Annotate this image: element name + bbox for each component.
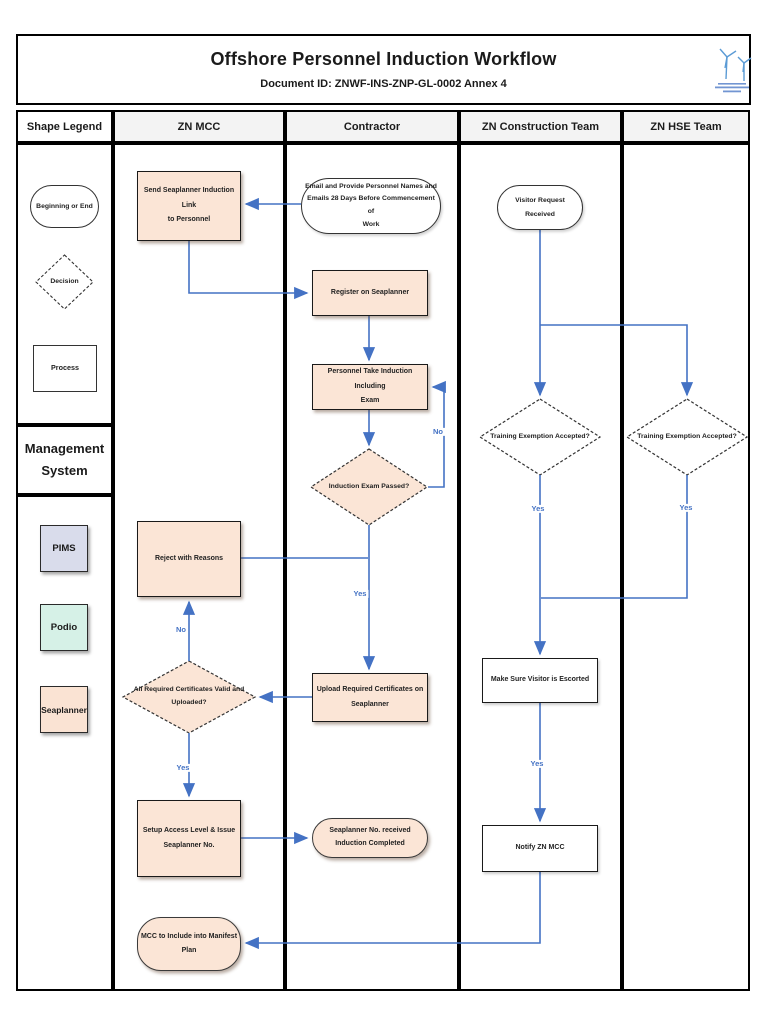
- node-label: Seaplanner No. received Induction Comple…: [329, 827, 411, 847]
- lane-header-contractor: Contractor: [285, 110, 459, 143]
- node-training-exemption-hse-label: Training Exemption Accepted?: [629, 424, 745, 450]
- system-label: Seaplanner: [41, 704, 87, 715]
- node-certs-valid-label: All Required Certificates Valid and Uplo…: [129, 678, 249, 716]
- system-label: Podio: [50, 622, 78, 633]
- node-label: Training Exemption Accepted?: [637, 432, 737, 440]
- edge-label-certs-no: No: [174, 624, 188, 635]
- node-label: Notify ZN MCC: [515, 844, 565, 852]
- lane-header-label: ZN Construction Team: [481, 120, 600, 133]
- lane-header-shape-legend: Shape Legend: [16, 110, 113, 143]
- node-visitor-request-received: Visitor Request Received: [497, 185, 583, 230]
- edge-label-exam-no: No: [431, 426, 445, 437]
- node-seaplanner-received: Seaplanner No. received Induction Comple…: [312, 818, 428, 858]
- management-system-label: Management System: [24, 440, 105, 478]
- legend-decision-label: Decision: [34, 270, 95, 294]
- node-reject-with-reasons: Reject with Reasons: [137, 521, 241, 597]
- lane-header-zn-construction-team: ZN Construction Team: [459, 110, 622, 143]
- lane-header-zn-hse-team: ZN HSE Team: [622, 110, 750, 143]
- edge-label-escort-yes: Yes: [528, 758, 546, 769]
- lane-header-label: Contractor: [343, 120, 401, 133]
- node-register-on-seaplanner: Register on Seaplanner: [312, 270, 428, 316]
- node-exam-passed-label: Induction Exam Passed?: [313, 473, 425, 501]
- lane-header-zn-mcc: ZN MCC: [113, 110, 285, 143]
- node-label: Email and Provide Personnel Names and Em…: [305, 182, 437, 228]
- lane-header-label: ZN MCC: [177, 120, 221, 133]
- system-label: PIMS: [52, 543, 76, 554]
- node-label: Send Seaplanner Induction Link to Person…: [143, 187, 235, 224]
- title-box: Offshore Personnel Induction Workflow Do…: [16, 34, 752, 105]
- node-notify-zn-mcc: Notify ZN MCC: [482, 825, 598, 872]
- node-label: Induction Exam Passed?: [328, 482, 410, 490]
- edge-label-exam-yes: Yes: [351, 588, 369, 599]
- edge-label-certs-yes: Yes: [174, 762, 192, 773]
- node-make-sure-visitor-escorted: Make Sure Visitor is Escorted: [482, 658, 598, 703]
- legend-label: Beginning or End: [36, 202, 93, 210]
- node-label: Register on Seaplanner: [330, 288, 410, 296]
- node-label: Visitor Request Received: [515, 196, 565, 218]
- lane-header-label: ZN HSE Team: [650, 120, 722, 133]
- legend-label: Process: [51, 363, 79, 373]
- legend-systems-section: [16, 495, 113, 991]
- node-label: Make Sure Visitor is Escorted: [490, 676, 590, 684]
- node-email-personnel-names: Email and Provide Personnel Names and Em…: [301, 178, 441, 234]
- node-send-seaplanner-link: Send Seaplanner Induction Link to Person…: [137, 171, 241, 241]
- node-mcc-manifest-plan: MCC to Include into Manifest Plan: [137, 917, 241, 971]
- node-training-exemption-ct-label: Training Exemption Accepted?: [482, 424, 598, 450]
- node-upload-certificates: Upload Required Certificates on Seaplann…: [312, 673, 428, 722]
- edge-label-ct-yes: Yes: [529, 503, 547, 514]
- legend-system-seaplanner: Seaplanner: [40, 686, 88, 733]
- node-label: Training Exemption Accepted?: [490, 432, 590, 440]
- node-setup-access-level: Setup Access Level & Issue Seaplanner No…: [137, 800, 241, 877]
- legend-management-system-header: Management System: [16, 425, 113, 495]
- legend-system-podio: Podio: [40, 604, 88, 651]
- node-label: MCC to Include into Manifest Plan: [140, 932, 238, 954]
- node-label: Setup Access Level & Issue Seaplanner No…: [142, 827, 236, 849]
- lane-header-label: Shape Legend: [26, 120, 103, 133]
- document-id: Document ID: ZNWF-INS-ZNP-GL-0002 Annex …: [260, 78, 507, 90]
- legend-beginning-or-end: Beginning or End: [30, 185, 99, 228]
- node-label: Reject with Reasons: [154, 554, 224, 562]
- legend-system-pims: PIMS: [40, 525, 88, 572]
- node-personnel-take-induction: Personnel Take Induction Including Exam: [312, 364, 428, 410]
- edge-label-hse-yes: Yes: [677, 502, 695, 513]
- legend-process: Process: [33, 345, 97, 392]
- node-label: All Required Certificates Valid and Uplo…: [133, 686, 245, 706]
- node-label: Personnel Take Induction Including Exam: [327, 368, 413, 405]
- page-title: Offshore Personnel Induction Workflow: [210, 49, 557, 69]
- node-label: Upload Required Certificates on Seaplann…: [316, 686, 424, 708]
- legend-label: Decision: [50, 277, 79, 285]
- lane-zn-hse-team: [622, 143, 750, 991]
- wind-turbine-icon: [715, 48, 752, 93]
